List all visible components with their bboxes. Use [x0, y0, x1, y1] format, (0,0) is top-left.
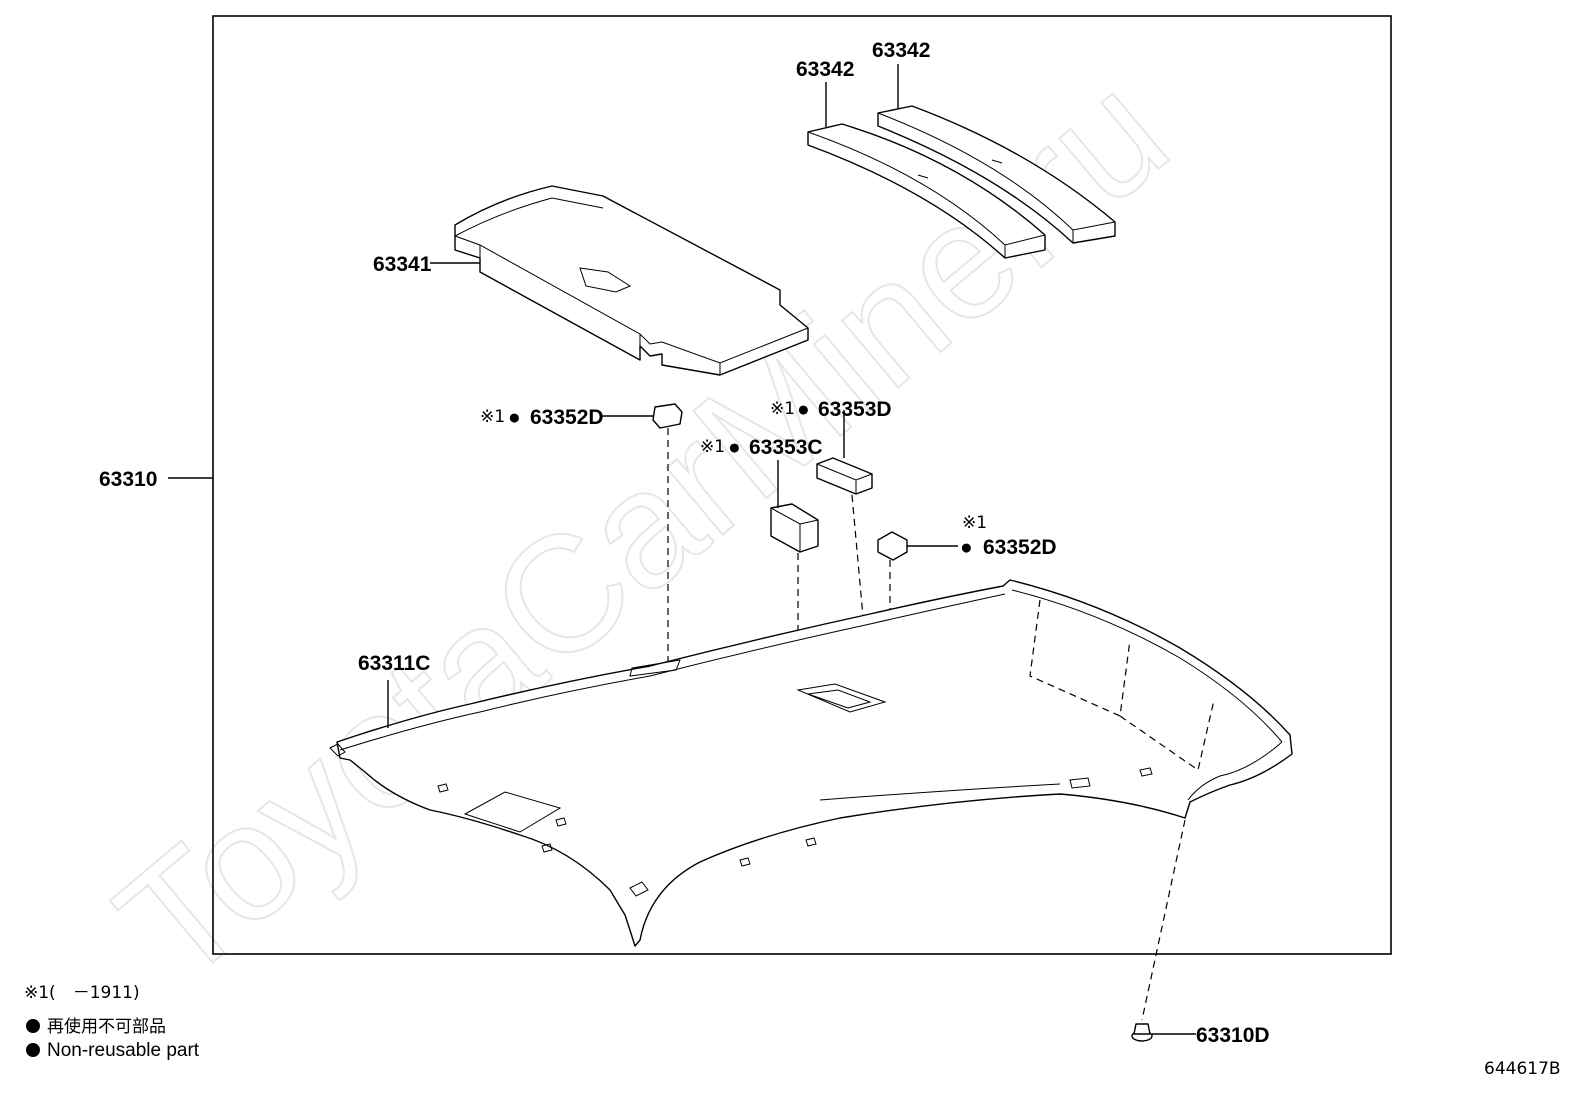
label-63353C[interactable]: 63353C — [749, 436, 823, 459]
label-63342-left[interactable]: 63342 — [796, 58, 854, 81]
nonreusable-mark-352d-right: ● — [960, 536, 973, 559]
label-63352D-top[interactable]: 63352D — [530, 406, 604, 429]
legend-en-note: Non-reusable part — [47, 1040, 200, 1061]
nonreusable-mark-353d: ● — [797, 398, 810, 421]
label-63353D[interactable]: 63353D — [818, 398, 892, 421]
clip-63310D[interactable] — [1131, 1023, 1153, 1042]
sound-absorber-63341[interactable] — [454, 185, 809, 376]
ref-mark-352d-right: ※1 — [962, 513, 987, 533]
pad-63353C[interactable] — [770, 503, 819, 553]
nonreusable-mark-353c: ● — [728, 436, 741, 459]
ref-mark-352d-top: ※1 — [480, 407, 505, 427]
label-63311C[interactable]: 63311C — [358, 652, 430, 675]
pad-63342-right[interactable] — [877, 105, 1116, 244]
legend-bullet-en — [26, 1043, 40, 1057]
diagram-id: 644617B — [1484, 1059, 1561, 1079]
legend-bullet-jp — [26, 1019, 40, 1033]
label-63341[interactable]: 63341 — [373, 253, 432, 276]
pad-63353D[interactable] — [816, 457, 873, 495]
label-63310[interactable]: 63310 — [99, 468, 157, 491]
nonreusable-mark-352d-top: ● — [508, 406, 521, 429]
legend-jp-note: 再使用不可部品 — [47, 1016, 166, 1037]
headlining-63311C[interactable] — [329, 579, 1293, 947]
legend-ref-note: ※1( －1911) — [24, 983, 140, 1003]
assembly-frame — [212, 15, 1392, 955]
pad-63352D-right[interactable] — [877, 531, 908, 561]
label-63352D-right[interactable]: 63352D — [983, 536, 1057, 559]
label-63342-right[interactable]: 63342 — [872, 39, 930, 62]
ref-mark-353d: ※1 — [770, 399, 795, 419]
label-63310D[interactable]: 63310D — [1196, 1024, 1270, 1047]
pad-63342-left[interactable] — [807, 123, 1046, 259]
pad-63352D-top[interactable] — [652, 403, 683, 429]
ref-mark-353c: ※1 — [700, 437, 725, 457]
